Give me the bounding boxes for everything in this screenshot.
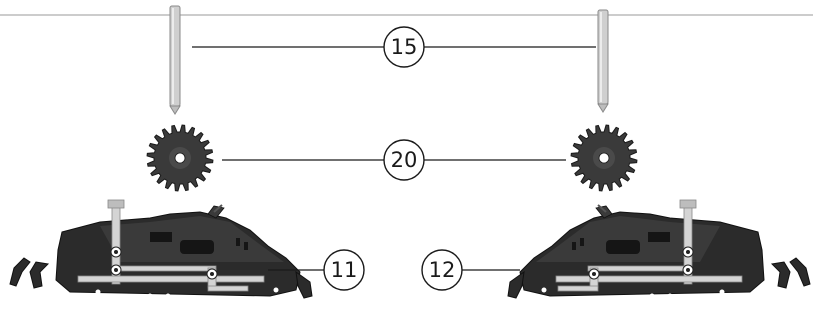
callout-12: 12	[421, 249, 520, 291]
axle-pin-left	[169, 5, 181, 115]
callout-bubble-15	[383, 26, 425, 68]
callout-label-11: 11	[331, 258, 358, 282]
bogie-frame-left	[9, 199, 313, 299]
bogie-frame-right	[507, 199, 811, 299]
callout-bubble-20	[383, 139, 425, 181]
callout-bubble-12	[421, 249, 463, 291]
callout-label-15: 15	[391, 35, 418, 59]
gear-bore	[174, 152, 186, 164]
callout-20: 20	[222, 139, 566, 181]
callout-15: 15	[192, 26, 596, 68]
callout-label-12: 12	[429, 258, 456, 282]
callout-label-20: 20	[391, 148, 418, 172]
spur-gear-left	[146, 124, 214, 192]
spur-gear-right	[570, 124, 638, 192]
gear-bore	[598, 152, 610, 164]
callout-11: 11	[268, 249, 365, 291]
axle-pin-right	[597, 9, 609, 113]
callout-bubble-11	[323, 249, 365, 291]
